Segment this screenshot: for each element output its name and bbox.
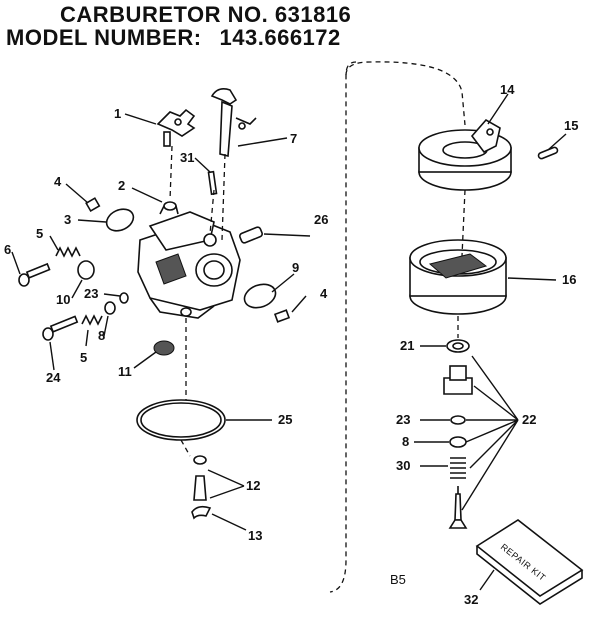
part-1-throttle-bracket: [156, 108, 196, 147]
part-26-fuel-fitting: [239, 226, 263, 244]
alignment-lines-right: [457, 189, 466, 338]
part-21-washer: [446, 339, 470, 353]
callout-9: 9: [292, 260, 299, 275]
part-21-washer-hole: [452, 342, 464, 350]
part-5-spring-upper: [55, 246, 81, 258]
part-25-bowl-gasket-inner: [140, 402, 222, 438]
callout-10: 10: [56, 292, 70, 307]
callout-3: 3: [64, 212, 71, 227]
callout-4-upper: 4: [54, 174, 62, 189]
callout-26: 26: [314, 212, 328, 227]
callout-15: 15: [564, 118, 578, 133]
part-23-washer-right: [450, 415, 466, 425]
part-23-washer-left: [119, 292, 129, 304]
dashed-float-bowl-bracket: [345, 61, 466, 126]
callout-11: 11: [118, 364, 132, 379]
part-4-screw-upper: [85, 197, 101, 213]
callout-5-lower: 5: [80, 350, 87, 365]
callout-23-left: 23: [84, 286, 98, 301]
part-15-pin: [537, 146, 559, 160]
part-12-needle-seat: [193, 455, 207, 465]
callout-1: 1: [114, 106, 121, 121]
callout-8-left: 8: [98, 328, 105, 343]
part-9-choke-plate: [243, 283, 277, 309]
callout-7: 7: [290, 131, 297, 146]
callout-31: 31: [180, 150, 194, 165]
part-3-throttle-plate: [105, 208, 135, 232]
callout-2: 2: [118, 178, 125, 193]
callout-12: 12: [246, 478, 260, 493]
part-25-bowl-gasket: [136, 399, 226, 441]
part-22-adjusting-screw: [448, 486, 468, 529]
callout-23-right: 23: [396, 412, 410, 427]
part-16-float: [409, 239, 507, 315]
callout-16: 16: [562, 272, 576, 287]
part-11-plug: [153, 340, 175, 356]
carburetor-body: [137, 211, 241, 319]
model-number-line: MODEL NUMBER: 143.666172: [6, 27, 341, 49]
callout-13: 13: [248, 528, 262, 543]
callout-32: 32: [464, 592, 478, 607]
callout-25: 25: [278, 412, 292, 427]
part-31-pin: [207, 170, 218, 196]
leader-lines: [11, 93, 567, 591]
part-4-screw-lower: [273, 309, 291, 323]
part-12-inlet-needle: [193, 475, 207, 501]
model-number-value: 143.666172: [219, 25, 341, 50]
part-32-repair-kit: REPAIR KIT: [475, 519, 584, 605]
part-24-main-needle: [42, 315, 79, 341]
part-5-spring-lower: [81, 314, 103, 326]
callout-8-right: 8: [402, 434, 409, 449]
part-8-washer-left: [104, 301, 116, 315]
alignment-lines-left: [169, 145, 226, 457]
callout-21: 21: [400, 338, 414, 353]
model-number-label: MODEL NUMBER:: [6, 25, 202, 50]
part-30-spring: [450, 457, 466, 479]
callout-5-upper: 5: [36, 226, 43, 241]
part-6-idle-screw: [18, 262, 51, 287]
part-13-needle-clip: [191, 505, 212, 520]
figure-code: B5: [390, 572, 406, 587]
callout-30: 30: [396, 458, 410, 473]
dashed-group-boundary: [329, 61, 357, 593]
part-22-bowl-nut: [443, 365, 473, 395]
part-8-washer-right: [449, 436, 467, 448]
part-7-choke-shaft: [210, 88, 257, 158]
callout-14: 14: [500, 82, 515, 97]
callout-6: 6: [4, 242, 11, 257]
callout-22: 22: [522, 412, 536, 427]
callout-24: 24: [46, 370, 61, 385]
part-14-choke-ring: [418, 118, 512, 191]
part-10-welch-plug: [77, 260, 95, 280]
part-2-screw: [159, 201, 179, 215]
diagram-title: CARBURETOR NO. 631816: [60, 2, 352, 27]
callout-labels: 1 7 31 2 4 3 5 6 10 23 8 5 24 11 26 9 4 …: [4, 82, 578, 607]
callout-4-lower: 4: [320, 286, 328, 301]
